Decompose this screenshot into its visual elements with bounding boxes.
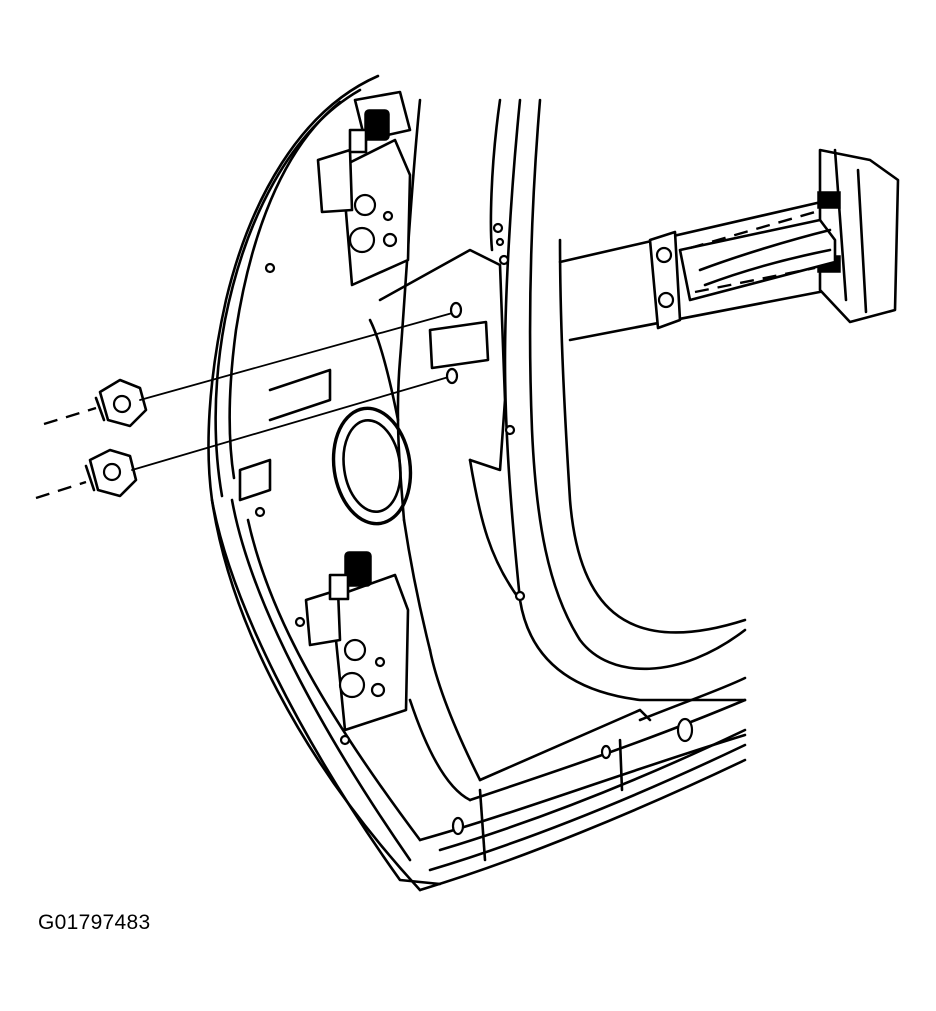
figure-id-caption: G01797483 (38, 911, 151, 934)
upper-hinge (316, 90, 412, 287)
door-frame-outline (207, 74, 747, 892)
lower-hinge (304, 551, 410, 732)
pillar-panel (238, 98, 747, 802)
door-check-link (558, 148, 900, 342)
mounting-nuts (35, 301, 463, 500)
